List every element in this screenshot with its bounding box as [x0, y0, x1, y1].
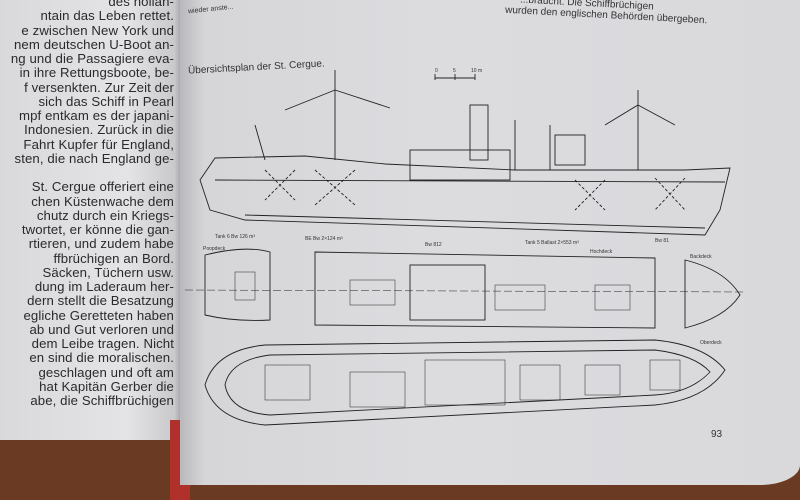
text-line: f versenkten. Zur Zeit der: [24, 79, 174, 95]
scale-bar: [434, 74, 476, 80]
scale-label-10: 10 m: [471, 68, 482, 74]
deck-label-hoch: Hochdeck: [590, 249, 613, 255]
text-line: Indonesien. Zurück in die: [24, 122, 174, 138]
tank-label-3: Bw 812: [425, 242, 442, 248]
text-line: geschlagen und oft am: [38, 364, 174, 380]
text-line: e zwischen New York und: [21, 22, 174, 38]
scale-label-0: 0: [435, 68, 438, 74]
page-number: 93: [711, 429, 723, 440]
tank-label-5: Bw 81: [655, 238, 669, 244]
text-line: in ihre Rettungsboote, be-: [19, 65, 174, 81]
text-line: abe, die Schiffbrüchigen: [30, 393, 174, 408]
ship-plan-drawing: 0 5 10 m Tank 6 Bw 126 m³ BE Bw 2×124 m³…: [185, 68, 745, 426]
text-line: ab und Gut verloren und: [29, 321, 174, 337]
text-line: chen Küstenwache dem: [31, 193, 174, 209]
text-line: Fahrt Kupfer für England,: [23, 136, 174, 152]
left-page: des hollän-ntain das Leben rettet.e zwis…: [0, 0, 182, 440]
text-line: ntain das Leben rettet.: [40, 8, 174, 24]
text-line: mpf entkam es der japani-: [19, 108, 174, 123]
text-line: dern stellt die Besatzung: [27, 293, 174, 309]
text-line: chutz durch ein Kriegs-: [36, 207, 174, 223]
text-line: dung im Laderaum her-: [34, 279, 174, 294]
deck-label-back: Backdeck: [690, 254, 712, 260]
text-line: hat Kapitän Gerber die: [39, 378, 174, 394]
text-line: nem deutschen U-Boot an-: [13, 36, 174, 52]
deck-label-poop: Poopdeck: [203, 246, 226, 252]
text-line: egliche Geretteten haben: [23, 307, 174, 323]
ship-profile-view: [199, 70, 731, 236]
text-line: des hollän-: [108, 0, 174, 9]
tank-label-1: Tank 6 Bw 126 m³: [215, 234, 255, 240]
text-line: dem Leibe tragen. Nicht: [31, 336, 174, 351]
ship-lower-plan: [204, 339, 726, 426]
right-page: [180, 0, 800, 485]
text-line: twortet, er könne die gan-: [21, 222, 174, 237]
text-line: Säcken, Tüchern usw.: [42, 264, 174, 280]
scale-label-5: 5: [453, 68, 456, 74]
text-line: sich das Schiff in Pearl: [38, 93, 174, 109]
deck-label-ober: Oberdeck: [700, 340, 722, 346]
text-line: ng und die Passagiere eva-: [10, 51, 174, 66]
tank-label-4: Tank 5 Ballast 2×553 m³: [525, 240, 579, 246]
tank-label-2: BE Bw 2×124 m³: [305, 236, 343, 242]
ship-deck-plan: [185, 248, 745, 329]
text-line: sten, die nach England ge-: [14, 150, 174, 166]
text-line: rtieren, und zudem habe: [28, 236, 174, 252]
text-line: ffbrüchigen an Bord.: [53, 250, 174, 266]
text-line: St. Cergue offeriert eine: [31, 179, 174, 195]
text-line: en sind die moralischen.: [29, 350, 174, 366]
